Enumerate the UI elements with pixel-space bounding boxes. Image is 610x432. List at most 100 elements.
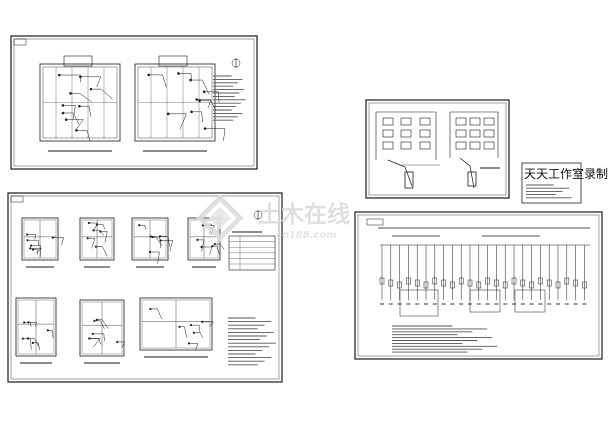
sheet-inner-frame xyxy=(13,38,255,167)
unit-wall xyxy=(79,217,115,261)
circuit-run xyxy=(179,326,187,338)
breaker xyxy=(432,277,438,285)
meter-box xyxy=(419,129,431,138)
unit-plan xyxy=(131,217,174,268)
meter-box xyxy=(483,117,495,126)
circuit-run xyxy=(212,245,220,254)
meter-box xyxy=(455,129,467,138)
fixture-symbol xyxy=(213,242,216,246)
meter-box xyxy=(419,141,431,150)
circuit-run xyxy=(32,249,39,255)
circuit-run xyxy=(191,111,203,123)
north-arrow xyxy=(253,210,263,220)
fixture-symbol xyxy=(64,118,68,121)
circuit-run xyxy=(80,76,102,87)
fixture-symbol xyxy=(149,235,152,238)
circuit-run xyxy=(90,88,113,100)
panel-floor-plans-top xyxy=(10,35,258,170)
breaker xyxy=(476,281,482,289)
circuit-run xyxy=(28,322,37,327)
meter-box xyxy=(469,117,481,126)
fixture-symbol xyxy=(177,72,180,75)
meter-box xyxy=(469,141,481,150)
unit-plan xyxy=(21,217,65,268)
panel-unit-plans xyxy=(7,192,283,383)
fixture-symbol xyxy=(149,307,152,311)
breaker xyxy=(397,281,402,289)
sheet-inner-frame xyxy=(368,102,507,196)
unit-wall xyxy=(79,299,125,357)
fixture-symbol xyxy=(190,110,193,114)
circuit-run xyxy=(168,113,187,130)
circuit-run xyxy=(92,333,105,341)
circuit-run xyxy=(27,234,37,240)
breaker xyxy=(441,279,446,287)
circuit-run xyxy=(95,246,108,257)
breaker xyxy=(529,281,534,289)
sub-panel xyxy=(514,289,546,313)
fixture-symbol xyxy=(78,104,81,108)
circuit-run xyxy=(47,330,54,339)
breaker xyxy=(582,281,587,289)
sub-panel xyxy=(469,289,501,313)
fixture-symbol xyxy=(211,244,214,248)
watermark-logo xyxy=(196,194,244,242)
fixture-symbol xyxy=(166,112,170,116)
breaker xyxy=(494,279,499,287)
fixture-symbol xyxy=(187,342,191,345)
circuit-run xyxy=(96,224,105,230)
meter-box xyxy=(382,129,394,138)
breaker xyxy=(520,279,526,287)
unit-plan xyxy=(79,299,125,364)
circuit-run xyxy=(27,239,39,246)
panel-riser-diagram xyxy=(365,99,510,199)
sheet-inner-frame xyxy=(10,195,280,380)
fixture-symbol xyxy=(201,224,204,227)
fixture-symbol xyxy=(26,233,29,236)
riser-base xyxy=(404,171,414,189)
watermark: 土木在线 co188.com xyxy=(196,194,350,242)
unit-plan xyxy=(139,297,214,358)
circuit-run xyxy=(88,222,99,231)
circuit-run xyxy=(196,99,212,108)
breaker xyxy=(414,279,420,287)
sheet-frame xyxy=(10,35,258,170)
circuit-run xyxy=(93,230,105,236)
fixture-symbol xyxy=(31,248,35,251)
unit-wall xyxy=(21,217,59,261)
fixture-symbol xyxy=(95,318,99,321)
legend-frame xyxy=(228,235,276,271)
breaker xyxy=(467,279,473,287)
circuit-run xyxy=(117,341,125,348)
circuit-run xyxy=(62,105,76,120)
circuit-run xyxy=(139,224,146,230)
circuit-run xyxy=(24,322,32,327)
plan-wall xyxy=(39,63,121,142)
fixture-symbol xyxy=(29,247,32,250)
breaker xyxy=(379,277,385,285)
meter-box xyxy=(400,141,412,150)
floor-plan xyxy=(134,55,226,152)
watermark-brand: 土木在线 xyxy=(258,201,350,228)
circuit-run xyxy=(204,128,226,141)
circuit-run xyxy=(160,240,174,252)
circuit-run xyxy=(149,251,160,264)
panel-distribution-system xyxy=(354,211,603,360)
title-block-notes xyxy=(526,184,572,199)
circuit-run xyxy=(31,245,41,257)
breaker xyxy=(546,279,552,287)
circuit-run xyxy=(94,320,105,329)
circuit-run xyxy=(66,119,84,131)
riser-base xyxy=(467,171,477,187)
meter-box xyxy=(382,141,394,150)
meter-box xyxy=(382,117,394,126)
fixture-symbol xyxy=(116,340,119,344)
title-block-frame xyxy=(521,162,582,204)
sheet-frame xyxy=(354,211,603,360)
circuit-run xyxy=(32,342,40,351)
breaker xyxy=(450,281,455,289)
breaker xyxy=(573,279,578,287)
fixture-symbol xyxy=(51,236,54,239)
fixture-symbol xyxy=(159,239,162,242)
